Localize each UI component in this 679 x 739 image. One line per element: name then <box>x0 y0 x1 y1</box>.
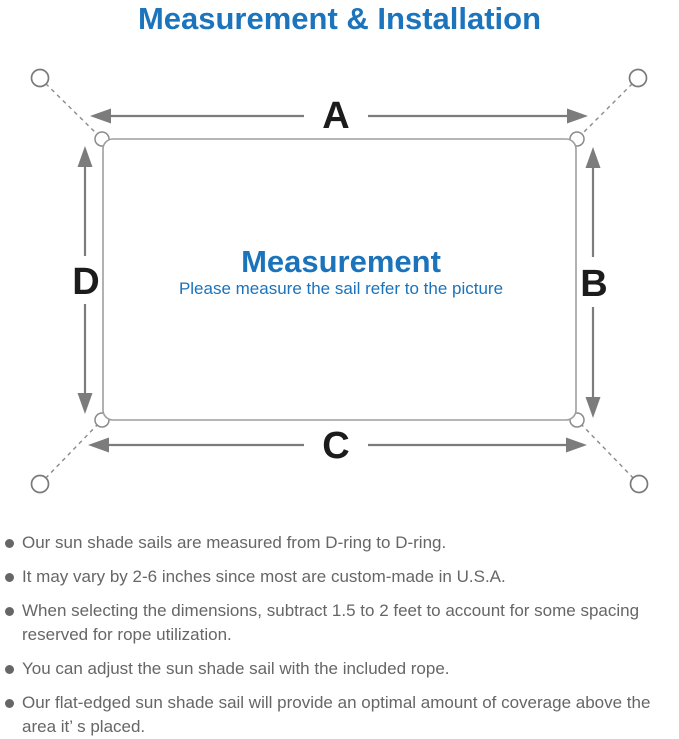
anchor-ring-bottom-left <box>30 474 50 494</box>
sail-outline <box>102 138 577 421</box>
arrowhead-down-icon <box>77 393 93 414</box>
arrowhead-up-icon <box>77 146 93 167</box>
diagram-subtitle: Please measure the sail refer to the pic… <box>179 279 503 298</box>
arrowhead-down-icon <box>585 397 601 418</box>
measurement-diagram: A C D B Measurement Please measure the s… <box>30 68 649 494</box>
anchor-ring-top-right <box>628 68 648 88</box>
note-item: Our sun shade sails are measured from D-… <box>5 531 671 555</box>
rope-line-bottom-right <box>576 419 640 485</box>
dimension-arrow-b <box>585 147 601 418</box>
bullet-icon <box>5 665 14 674</box>
dimension-label-b: B <box>580 263 607 305</box>
arrowhead-right-icon <box>567 108 588 124</box>
page-title: Measurement & Installation <box>137 1 542 36</box>
note-text: It may vary by 2-6 inches since most are… <box>22 567 506 586</box>
note-item: Our flat-edged sun shade sail will provi… <box>5 691 671 739</box>
dimension-label-c: C <box>322 425 349 467</box>
dimension-label-a: A <box>322 95 349 137</box>
dimension-label-d: D <box>72 261 99 303</box>
note-text: Our sun shade sails are measured from D-… <box>22 533 447 552</box>
anchor-ring-top-left <box>30 68 50 88</box>
rope-line-top-left <box>39 77 103 140</box>
rope-line-bottom-left <box>39 419 103 485</box>
bullet-icon <box>5 539 14 548</box>
diagram-title: Measurement <box>241 244 441 279</box>
notes-list: Our sun shade sails are measured from D-… <box>5 531 671 739</box>
bullet-icon <box>5 573 14 582</box>
bullet-icon <box>5 699 14 708</box>
note-text: You can adjust the sun shade sail with t… <box>22 659 450 678</box>
note-text: When selecting the dimensions, subtract … <box>22 601 640 644</box>
bullet-icon <box>5 607 14 616</box>
arrowhead-left-icon <box>88 437 109 453</box>
rope-line-top-right <box>576 77 639 140</box>
dimension-arrow-d <box>77 146 93 414</box>
note-text: Our flat-edged sun shade sail will provi… <box>22 693 651 736</box>
arrowhead-left-icon <box>90 108 111 124</box>
arrowhead-right-icon <box>566 437 587 453</box>
dimension-arrow-a <box>90 108 588 124</box>
arrowhead-up-icon <box>585 147 601 168</box>
note-item: It may vary by 2-6 inches since most are… <box>5 565 671 589</box>
note-item: You can adjust the sun shade sail with t… <box>5 657 671 681</box>
note-item: When selecting the dimensions, subtract … <box>5 599 671 647</box>
dimension-arrow-c <box>88 437 587 453</box>
anchor-ring-bottom-right <box>629 474 649 494</box>
